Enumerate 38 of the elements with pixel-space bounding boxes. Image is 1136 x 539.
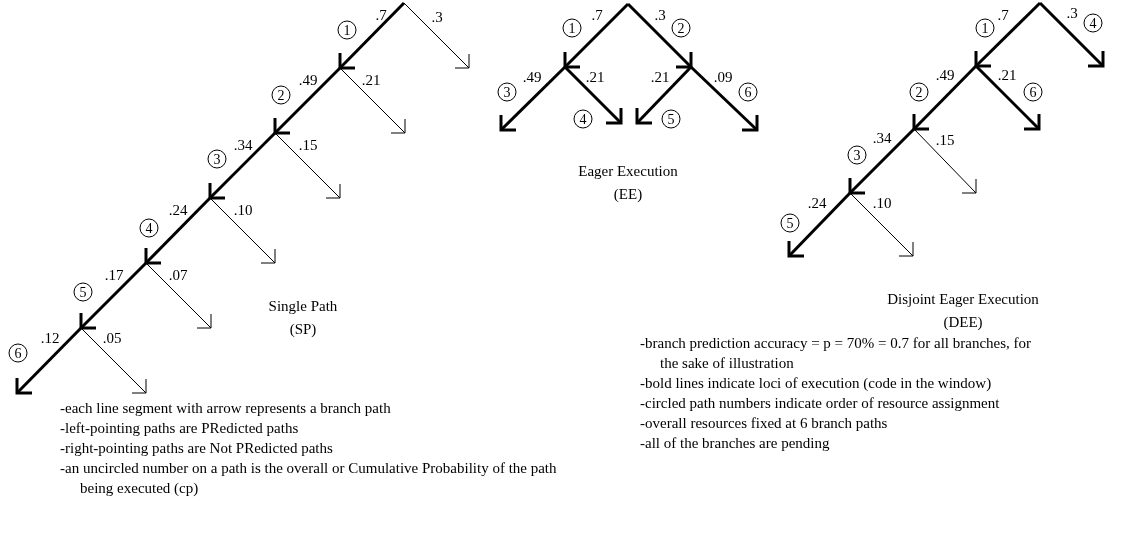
note-text: -an uncircled number on a path is the overall or Cumulative Probability of the path being executed (cp) bbox=[60, 459, 558, 498]
probability-label: .49 bbox=[298, 72, 318, 88]
note-text: -right-pointing paths are Not PRedicted paths bbox=[60, 439, 334, 458]
probability-label: .3 bbox=[1066, 5, 1078, 21]
probability-label: .21 bbox=[585, 69, 605, 85]
probability-label: .24 bbox=[168, 202, 188, 218]
probability-label: .15 bbox=[935, 132, 955, 148]
probability-label: .12 bbox=[40, 330, 60, 346]
probability-label: .17 bbox=[104, 267, 124, 283]
probability-label: .7 bbox=[591, 7, 603, 23]
probability-label: .21 bbox=[650, 69, 670, 85]
probability-label: .15 bbox=[298, 137, 318, 153]
probability-label: .24 bbox=[807, 195, 827, 211]
note-text: -branch prediction accuracy = p = 70% = 0.7 for all branches, for the sake of illustration bbox=[640, 334, 1033, 373]
note-text: -each line segment with arrow represents a branch path bbox=[60, 399, 392, 418]
probability-label: .21 bbox=[997, 67, 1017, 83]
probability-label: .49 bbox=[522, 69, 542, 85]
probability-label: .49 bbox=[935, 67, 955, 83]
probability-label: .21 bbox=[361, 72, 381, 88]
scheme-label: Single Path (SP) bbox=[267, 297, 339, 339]
note-text: -circled path numbers indicate order of resource assignment bbox=[640, 394, 1001, 413]
probability-label: .34 bbox=[233, 137, 253, 153]
note-text: -left-pointing paths are PRedicted paths bbox=[60, 419, 300, 438]
probability-label: .05 bbox=[102, 330, 122, 346]
scheme-label: Eager Execution (EE) bbox=[577, 162, 679, 204]
probability-label: .10 bbox=[872, 195, 892, 211]
probability-label: .10 bbox=[233, 202, 253, 218]
probability-label: .09 bbox=[713, 69, 733, 85]
probability-label: .34 bbox=[872, 130, 892, 146]
probability-label: .3 bbox=[431, 9, 443, 25]
note-text: -overall resources fixed at 6 branch paths bbox=[640, 414, 889, 433]
probability-label: .07 bbox=[168, 267, 188, 283]
probability-label: .7 bbox=[375, 7, 387, 23]
probability-label: .3 bbox=[654, 7, 666, 23]
scheme-label: Disjoint Eager Execution (DEE) bbox=[886, 290, 1040, 332]
note-text: -all of the branches are pending bbox=[640, 434, 831, 453]
note-text: -bold lines indicate loci of execution (code in the window) bbox=[640, 374, 993, 393]
probability-label: .7 bbox=[997, 7, 1009, 23]
